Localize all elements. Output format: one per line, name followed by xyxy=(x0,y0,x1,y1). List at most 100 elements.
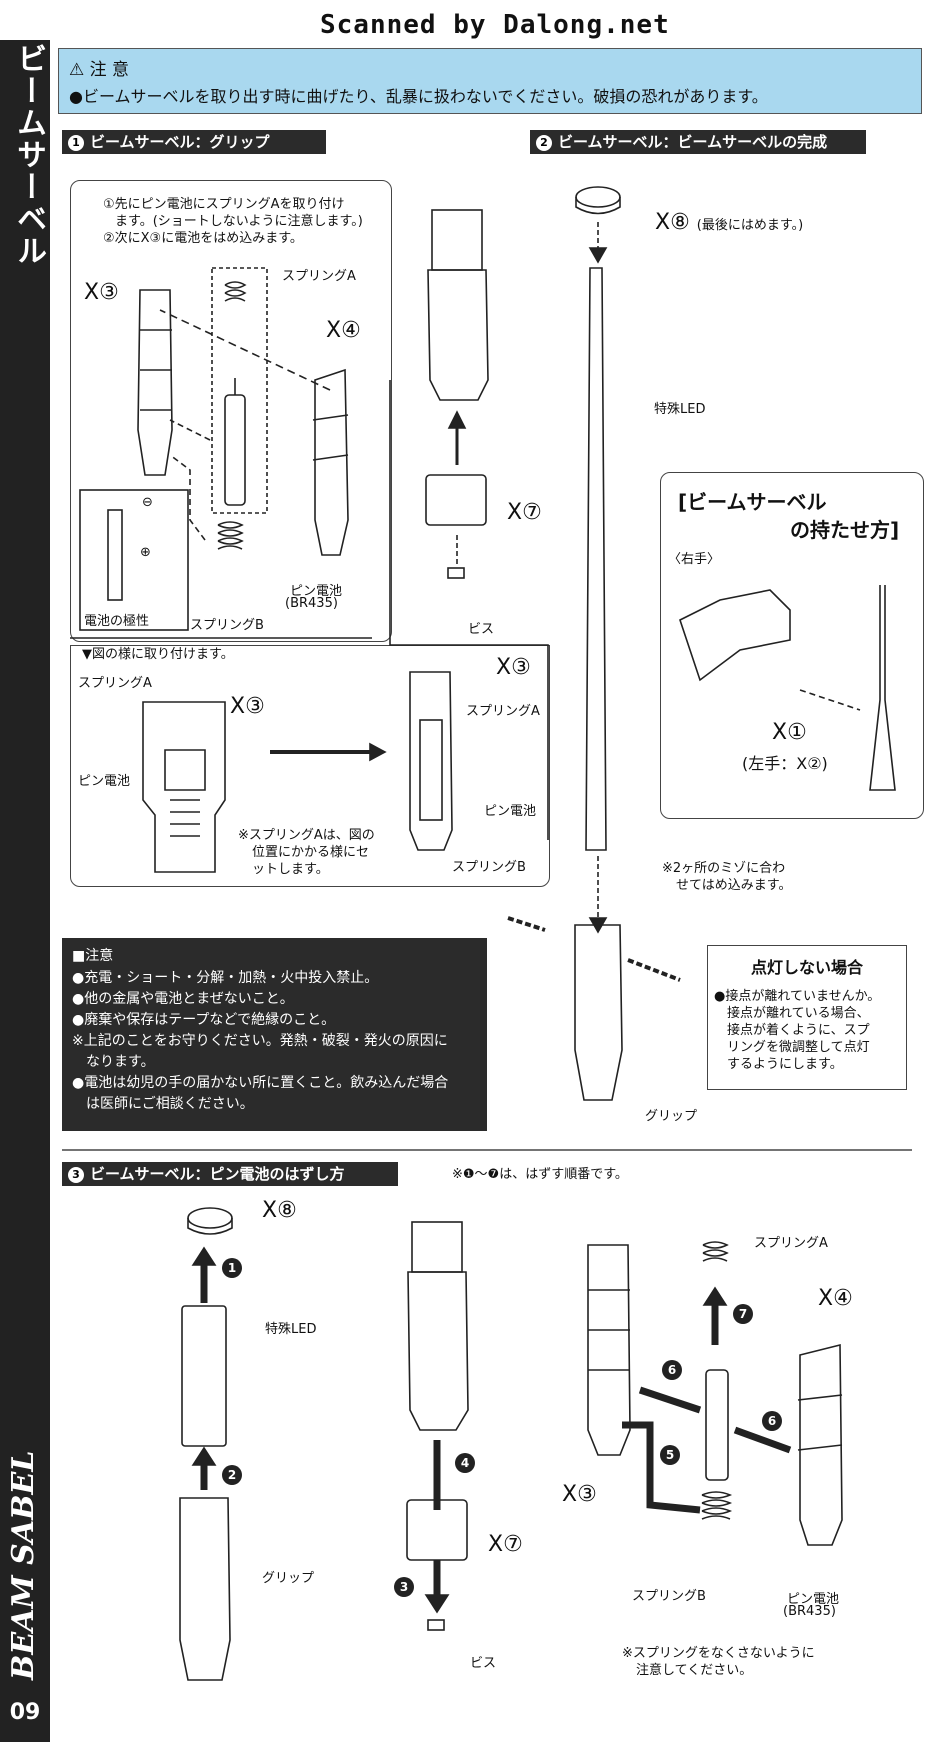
assembled-grip-drawing xyxy=(409,671,453,851)
assembled-label-spring-b: スプリングB xyxy=(452,860,526,875)
instruction-1: ①先にピン電池にスプリングAを取り付け xyxy=(103,197,345,212)
removal-label-x3: X③ xyxy=(562,1482,597,1507)
hand-drawing xyxy=(679,589,791,682)
step-marker-3: 3 xyxy=(400,1580,408,1594)
step-marker-6b: 6 xyxy=(768,1414,776,1428)
step-marker-7: 7 xyxy=(739,1307,747,1321)
warning-title-text: 注 意 xyxy=(89,60,130,80)
caution-line-1: ●充電・ショート・分解・加熱・火中投入禁止。 xyxy=(72,970,379,986)
label-x8-note: (最後にはめます。) xyxy=(696,218,804,233)
holding-title-2: の持たせ方] xyxy=(790,518,900,542)
warning-title: ⚠ 注 意 xyxy=(69,55,129,80)
sidebar xyxy=(0,40,50,1742)
step-markers xyxy=(222,1258,782,1597)
label-x8-text: X⑧ xyxy=(655,210,690,235)
sidebar-title: ビームサーベル xyxy=(0,40,50,270)
section-2-header: 2 ビームサーベル：ビームサーベルの完成 xyxy=(530,130,866,154)
assembled-label-spring-a: スプリングA xyxy=(466,704,540,719)
caution-line-6: ●電池は幼児の手の届かない所に置くこと。飲み込んだ場合 xyxy=(72,1075,449,1091)
removal-label-grip: グリップ xyxy=(262,1571,315,1586)
removal-order-note: ※❶～❼は、はずす順番です。 xyxy=(452,1167,628,1182)
removal-label-screw: ビス xyxy=(470,1656,497,1671)
label-x7: X⑦ xyxy=(507,500,542,525)
spring-b-removal-drawing xyxy=(701,1491,733,1520)
troubleshoot-line-2: 接点が離れている場合、 xyxy=(714,1006,870,1021)
label-polarity: 電池の極性 xyxy=(84,614,150,629)
led-removal-drawing xyxy=(181,1305,227,1447)
step-1-box xyxy=(70,180,392,642)
caution-line-5: なります。 xyxy=(72,1054,155,1070)
troubleshoot-title: 点灯しない場合 xyxy=(750,958,863,977)
section-2-number: 2 xyxy=(536,134,552,151)
label-br435: (BR435) xyxy=(285,596,338,611)
set-note-1: ※スプリングAは、図の xyxy=(238,828,375,843)
step-marker-5: 5 xyxy=(666,1448,674,1462)
polarity-plus: ⊕ xyxy=(140,545,151,560)
instruction-2: ②次にX③に電池をはめ込みます。 xyxy=(103,231,303,246)
battery-caution-box: ■注意 ●充電・ショート・分解・加熱・火中投入禁止。 ●他の金属や電池とまぜない… xyxy=(62,938,487,1131)
label-screw: ビス xyxy=(468,622,495,637)
caution-line-3: ●廃棄や保存はテープなどで絶縁のこと。 xyxy=(72,1012,336,1028)
screw-removal-drawing xyxy=(427,1619,445,1631)
screw-drawing xyxy=(447,567,465,579)
led-blade-drawing xyxy=(585,267,607,851)
cross-section-drawing xyxy=(142,701,226,873)
troubleshoot-box: 点灯しない場合 ●接点が離れていませんか。 接点が離れている場合、 接点が着くよ… xyxy=(707,945,907,1090)
label-right-hand: 〈右手〉 xyxy=(668,552,721,567)
holding-box xyxy=(660,472,924,819)
section-1-header: 1 ビームサーベル：グリップ xyxy=(62,130,326,154)
step-1-attach-box xyxy=(70,645,550,887)
spring-b-drawing xyxy=(217,521,244,550)
spring-a-removal-drawing xyxy=(702,1241,729,1262)
step-marker-2: 2 xyxy=(228,1468,236,1482)
section-1-number: 1 xyxy=(68,134,84,151)
warning-banner: ⚠ 注 意 ●ビームサーベルを取り出す時に曲げたり、乱暴に扱わないでください。破… xyxy=(58,48,922,114)
section-1-title: ビームサーベル：グリップ xyxy=(90,133,270,151)
warning-icon: ⚠ xyxy=(69,60,85,80)
removal-label-spring-a: スプリングA xyxy=(754,1236,828,1251)
part-x4-removal-drawing xyxy=(799,1343,843,1546)
page-number: 09 xyxy=(9,1700,41,1725)
lose-note-2: 注意してください。 xyxy=(636,1663,753,1678)
grip-drawing xyxy=(574,924,623,1101)
scan-credit: Scanned by Dalong.net xyxy=(320,10,670,40)
removal-label-x7: X⑦ xyxy=(488,1532,523,1557)
cross-label-spring-a: スプリングA xyxy=(78,676,152,691)
label-pin-battery: ピン電池 xyxy=(290,584,343,599)
groove-note-2: せてはめ込みます。 xyxy=(676,878,792,893)
section-2-title: ビームサーベル：ビームサーベルの完成 xyxy=(558,133,828,151)
attach-note: ▼図の様に取り付けます。 xyxy=(82,647,234,662)
part-x4-drawing xyxy=(314,368,349,556)
label-x4: X④ xyxy=(326,318,361,343)
removal-label-pin-battery: ピン電池 xyxy=(787,1592,840,1607)
assembled-label-pin-battery: ピン電池 xyxy=(484,804,537,819)
caution-line-7: は医師にご相談ください。 xyxy=(72,1096,254,1112)
cross-label-x3: X③ xyxy=(230,694,265,719)
removal-label-x4: X④ xyxy=(818,1286,853,1311)
removal-label-x8: X⑧ xyxy=(262,1198,297,1223)
cross-label-pin-battery: ピン電池 xyxy=(78,774,131,789)
lose-note-1: ※スプリングをなくさないように xyxy=(622,1646,815,1661)
step-marker-6a: 6 xyxy=(668,1363,676,1377)
label-left-hand: (左手：X②) xyxy=(742,754,828,773)
label-special-led: 特殊LED xyxy=(654,402,706,417)
step-marker-1: 1 xyxy=(228,1261,236,1275)
polarity-box xyxy=(79,489,189,631)
grip-part-x3-removal-drawing xyxy=(587,1244,631,1456)
caution-title: ■注意 xyxy=(72,948,114,964)
troubleshoot-line-5: するようにします。 xyxy=(714,1057,843,1072)
pin-battery-drawing xyxy=(224,394,246,506)
part-x7-drawing xyxy=(425,474,487,526)
warning-body: ●ビームサーベルを取り出す時に曲げたり、乱暴に扱わないでください。破損の恐れがあ… xyxy=(69,87,768,106)
step-marker-4: 4 xyxy=(461,1456,469,1470)
label-spring-a: スプリングA xyxy=(282,269,356,284)
caution-line-2: ●他の金属や電池とまぜないこと。 xyxy=(72,991,294,1007)
holding-title-1: [ビームサーベル xyxy=(678,490,827,514)
groove-note-1: ※2ヶ所のミゾに合わ xyxy=(662,861,786,876)
label-ring-x8: X⑧ (最後にはめます。) xyxy=(655,210,803,235)
label-grip: グリップ xyxy=(645,1109,698,1124)
pin-battery-removal-drawing xyxy=(705,1369,729,1481)
troubleshoot-line-1: ●接点が離れていませんか。 xyxy=(714,989,881,1004)
